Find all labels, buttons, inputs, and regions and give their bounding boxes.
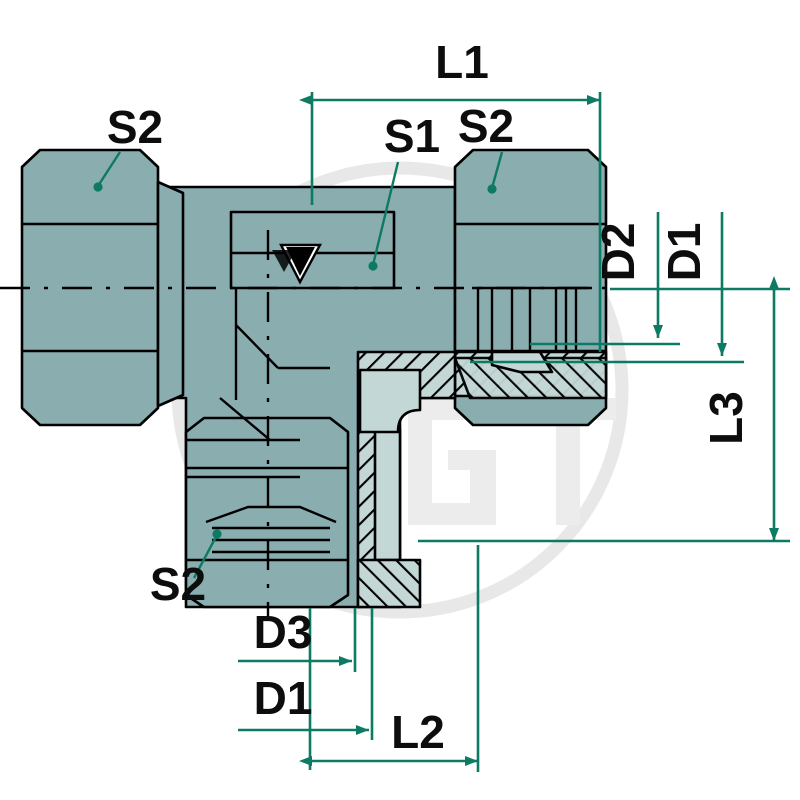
S2-top-leader (490, 151, 504, 189)
body-chamfer-lines (186, 288, 330, 479)
S2-bottom-leader (192, 534, 219, 579)
dimension-lines (238, 92, 790, 772)
label-D1-bottom: D1 (254, 672, 313, 724)
label-D3: D3 (254, 606, 313, 658)
bottom-thread-rings (205, 505, 337, 554)
label-L1: L1 (435, 36, 489, 88)
section-elbow-bore (373, 428, 402, 562)
label-L3: L3 (700, 391, 752, 445)
section-foot (356, 558, 422, 609)
label-S2-top: S2 (458, 100, 514, 152)
label-L2: L2 (391, 706, 445, 758)
fitting-assembly (20, 148, 608, 609)
section-right-lower (453, 356, 608, 400)
surface-finish-symbol (272, 243, 323, 285)
centerlines (0, 230, 620, 620)
left-nut-collar (156, 180, 185, 408)
S2-left-leader (96, 151, 122, 187)
label-S1: S1 (384, 110, 440, 162)
leader-lines (93, 151, 504, 579)
bottom-hex-nut (184, 416, 350, 609)
S1-leader (371, 161, 400, 266)
label-D1-right: D1 (658, 223, 710, 282)
label-S2-bottom: S2 (150, 558, 206, 610)
label-S2-left: S2 (107, 101, 163, 153)
section-bore-fillet (358, 368, 422, 434)
label-D2: D2 (592, 223, 644, 282)
